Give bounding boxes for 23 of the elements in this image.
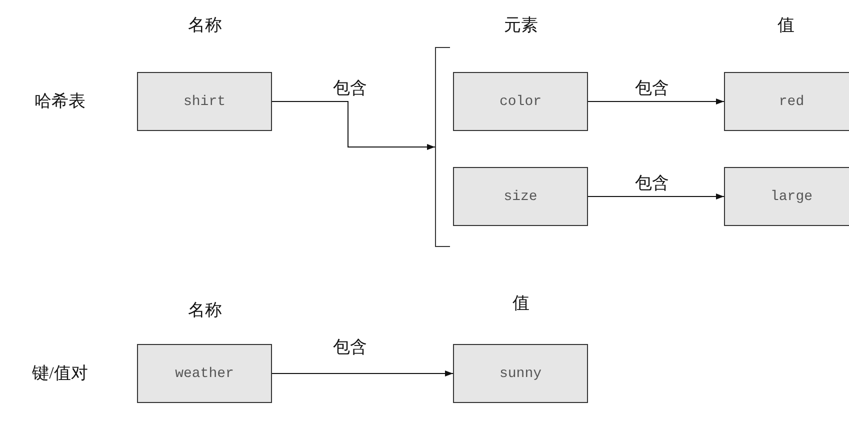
name-box: red: [724, 72, 849, 131]
bracket: [435, 47, 450, 247]
name-box: weather: [137, 344, 272, 403]
arrow: [588, 98, 724, 104]
name-box: color: [453, 72, 588, 131]
row-label: 键/值对: [32, 364, 88, 382]
arrow: [272, 370, 454, 376]
name-box: shirt: [137, 72, 272, 131]
edge-label: 包含: [331, 80, 369, 96]
column-heading: 名称: [188, 302, 222, 318]
column-heading: 值: [512, 294, 530, 312]
edge-label: 包含: [633, 174, 671, 192]
column-heading: 名称: [188, 16, 222, 34]
name-box: size: [453, 167, 588, 226]
name-box: sunny: [453, 344, 588, 403]
arrow: [272, 101, 436, 150]
edge-label: 包含: [633, 80, 671, 96]
arrow: [588, 194, 724, 200]
row-label: 哈希表: [34, 92, 86, 110]
edge-label: 包含: [331, 338, 369, 356]
column-heading: 元素: [504, 16, 538, 34]
name-box: large: [724, 167, 849, 226]
column-heading: 值: [778, 16, 794, 34]
